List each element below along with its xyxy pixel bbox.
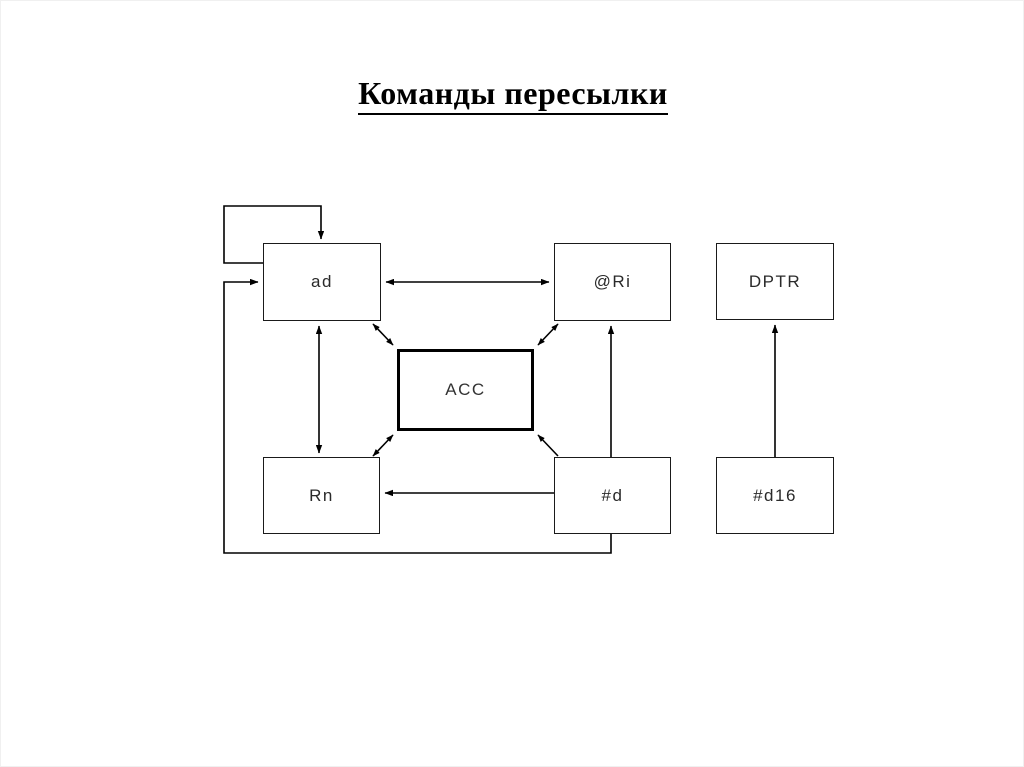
node-acc[interactable]: ACC bbox=[397, 349, 534, 431]
page-title-text: Команды пересылки bbox=[358, 75, 668, 115]
node-d-label: #d bbox=[601, 485, 624, 505]
node-rn[interactable]: Rn bbox=[263, 457, 380, 534]
edge-rn-acc bbox=[372, 434, 394, 457]
node-ri[interactable]: @Ri bbox=[554, 243, 671, 321]
edge-ri-acc bbox=[537, 323, 559, 346]
edge-ad-acc bbox=[372, 323, 394, 346]
node-d16[interactable]: #d16 bbox=[716, 457, 834, 534]
node-acc-label: ACC bbox=[445, 380, 486, 399]
node-d16-label: #d16 bbox=[753, 485, 797, 505]
node-rn-label: Rn bbox=[309, 485, 334, 505]
node-ri-label: @Ri bbox=[593, 272, 632, 291]
node-dptr-label: DPTR bbox=[748, 271, 802, 291]
node-d[interactable]: #d bbox=[554, 457, 671, 534]
edge-ad-self bbox=[223, 205, 325, 264]
edge-d-acc bbox=[537, 434, 559, 457]
node-ad-label: ad bbox=[311, 272, 333, 291]
node-dptr[interactable]: DPTR bbox=[716, 243, 834, 320]
node-ad[interactable]: ad bbox=[263, 243, 381, 321]
page-title: Команды пересылки bbox=[1, 75, 1023, 115]
edge-d-ad bbox=[223, 278, 612, 554]
